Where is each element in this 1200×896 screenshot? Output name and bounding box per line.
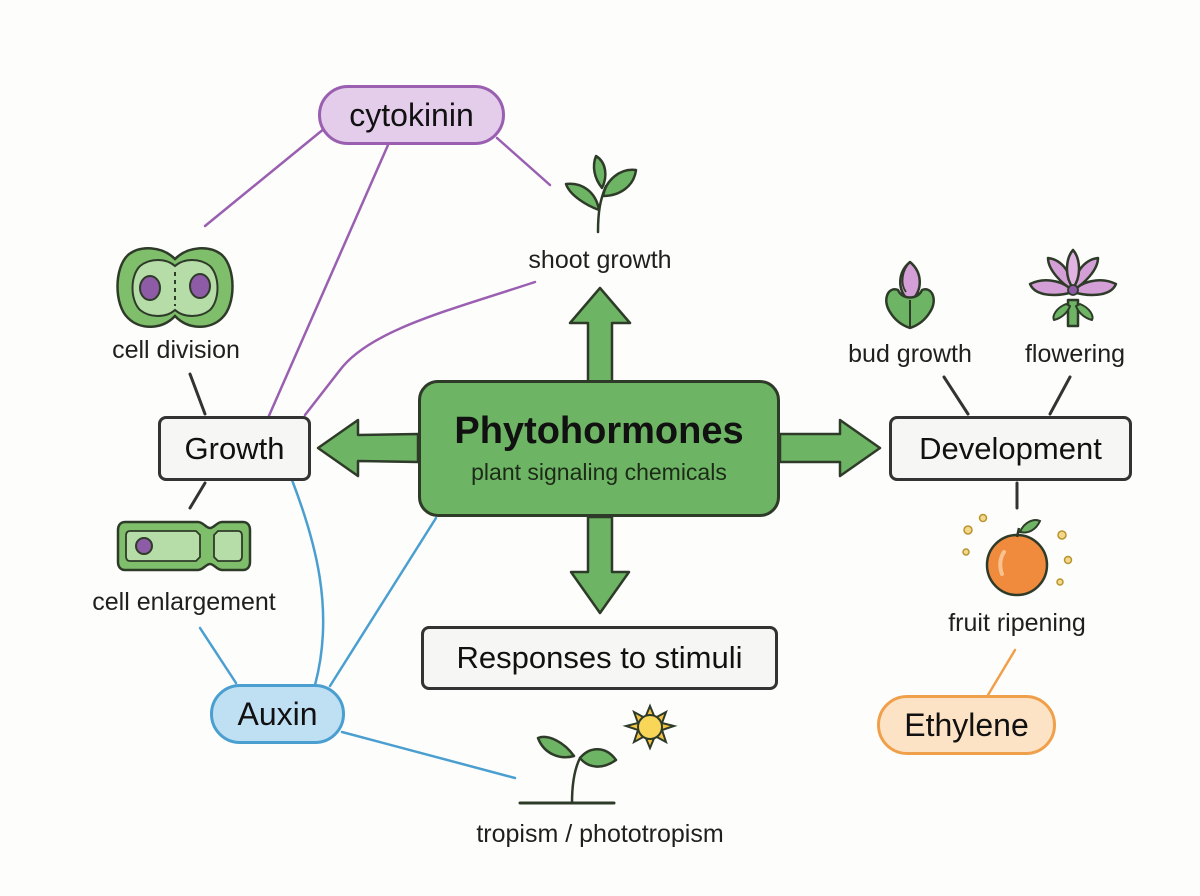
sprout-icon	[518, 735, 618, 805]
hub-title: Phytohormones	[454, 410, 744, 453]
shoot-growth-label: shoot growth	[528, 246, 672, 274]
flowering-label: flowering	[1024, 340, 1126, 368]
sun-icon	[622, 703, 678, 751]
cell-enlargement-to-auxin-line	[198, 626, 238, 685]
fruit-to-ethylene-line	[986, 648, 1017, 697]
auxin-to-tropism-line	[340, 730, 517, 780]
flower-icon	[1028, 248, 1118, 328]
arrow-left	[316, 418, 420, 478]
hub-subtitle: plant signaling chemicals	[471, 458, 727, 485]
bud-growth-label: bud growth	[848, 340, 972, 368]
growth-box: Growth	[158, 416, 311, 481]
development-box: Development	[889, 416, 1132, 481]
responses-to-stimuli-box: Responses to stimuli	[421, 626, 778, 690]
category-connectors	[188, 372, 1072, 510]
elongated-cell-icon	[116, 520, 252, 572]
growth-to-cell-enlargement-line	[188, 481, 207, 510]
flowering-to-development-line	[1048, 375, 1072, 416]
cytokinin-to-cell-division-line	[203, 126, 327, 228]
cell-enlargement-label: cell enlargement	[92, 588, 276, 616]
growth-to-auxin-line	[290, 478, 325, 687]
fruit-ripening-label: fruit ripening	[948, 609, 1086, 637]
cell-division-label: cell division	[112, 336, 240, 364]
arrow-right	[778, 418, 882, 478]
ethylene-pill: Ethylene	[877, 695, 1056, 755]
arrow-up	[568, 286, 632, 385]
tropism-label: tropism / phototropism	[476, 820, 724, 848]
bud-growth-to-development-line	[942, 375, 970, 416]
cytokinin-pill: cytokinin	[318, 85, 505, 145]
auxin-connectors	[198, 478, 517, 780]
arrow-down	[569, 515, 631, 615]
hub-arrows	[316, 286, 882, 615]
hub-to-auxin-line	[328, 516, 438, 688]
dividing-cell-icon	[116, 247, 234, 328]
cell-division-to-growth-line	[188, 372, 207, 416]
cytokinin-connectors	[203, 126, 552, 420]
auxin-pill: Auxin	[210, 684, 345, 744]
phytohormones-hub: Phytohormones plant signaling chemicals	[418, 380, 780, 517]
fruit-icon	[962, 513, 1073, 597]
cytokinin-to-shoot-growth-line	[495, 136, 552, 187]
flower-bud-icon	[885, 260, 935, 330]
cytokinin-to-growth-line	[266, 143, 390, 420]
seedling-icon	[564, 154, 638, 234]
shoot-growth-to-growth-line	[303, 280, 537, 417]
